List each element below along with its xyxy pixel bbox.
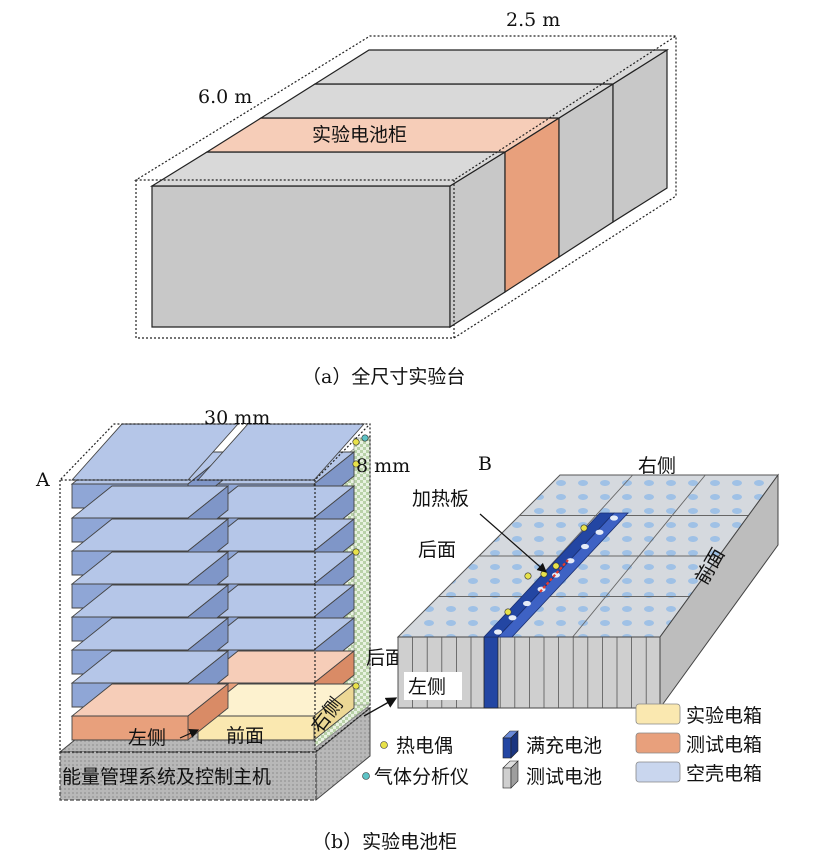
container-top-strip-3	[258, 83, 616, 119]
rack-left-arrow	[179, 729, 200, 739]
battery-rack: 能量管理系统及控制主机 A 30 mm 8 mm 左侧 前面 后面 右侧	[35, 407, 410, 802]
legend-test-box-icon	[635, 732, 681, 754]
cabinet-label: 实验电池柜	[312, 124, 407, 146]
heater-strip-2	[497, 512, 629, 638]
legend-test-box: 测试电箱	[686, 734, 762, 756]
module-back-label: 后面	[418, 539, 456, 561]
thermocouple-dot	[504, 608, 512, 616]
gas-analyzer-dot	[361, 434, 369, 442]
rack-envelope-dotted	[58, 423, 371, 753]
legend-gas-icon	[362, 772, 370, 780]
rack-back-label: 后面	[366, 647, 404, 669]
heater-strip-dot	[494, 629, 502, 635]
full-cell-front	[483, 636, 499, 709]
heater-strip-dot	[508, 615, 517, 621]
rack-front-label: 前面	[226, 725, 264, 747]
container-front-face	[151, 185, 451, 328]
caption-a: （a）全尺寸实验台	[302, 366, 465, 388]
dim-30mm: 30 mm	[204, 407, 270, 429]
module-grid-col	[572, 474, 706, 638]
heater-strip-dot	[581, 543, 589, 550]
thermocouple-dot	[540, 570, 548, 578]
rack-base-front	[59, 751, 317, 801]
heater-label: 加热板	[412, 488, 469, 510]
caption-b: （b）实验电池柜	[312, 831, 457, 853]
legend-full-cell-icon	[502, 730, 519, 759]
module-right-label: 右侧	[638, 455, 676, 477]
length-label: 6.0 m	[198, 86, 252, 108]
module-left-label: 左侧	[408, 676, 446, 698]
thermocouple-dot	[352, 682, 360, 690]
legend-test-cell-icon	[502, 760, 519, 789]
base-label: 能量管理系统及控制主机	[62, 766, 271, 788]
thermocouple-dot	[352, 548, 360, 556]
rack-lid-right	[196, 423, 366, 481]
rack-box-r0-c0-front	[71, 715, 189, 741]
full-size-test-bench: 6.0 m 2.5 m 实验电池柜 （a）全尺寸实验台	[133, 9, 677, 388]
heater-strip-dot	[610, 515, 618, 521]
envelope-dotted	[133, 35, 677, 339]
thermocouple-dot	[524, 572, 532, 580]
link-arrow	[363, 697, 398, 717]
battery-module: B 右侧 后面 前面 加热板 左侧	[363, 453, 779, 717]
legend-exp-box: 实验电箱	[686, 705, 762, 727]
rack-boxes	[70, 423, 366, 741]
heater-strip-dot	[566, 558, 575, 564]
thermocouple-dot	[352, 438, 360, 446]
legend: 热电偶 气体分析仪 满充电池 测试电池 实验电箱 测试电箱 空壳电箱	[362, 703, 762, 789]
thermocouple-dot	[580, 524, 588, 532]
legend-full-cell: 满充电池	[526, 735, 602, 757]
module-left-label-box	[404, 672, 462, 700]
container-top-strip-4	[312, 49, 670, 85]
legend-test-cell: 测试电池	[526, 766, 602, 788]
container-top-strip-1	[149, 151, 508, 187]
legend-exp-box-icon	[635, 703, 681, 725]
heater-strip-dot	[523, 600, 531, 607]
thermocouple-dot	[352, 460, 360, 468]
rack-left-label: 左侧	[128, 727, 166, 749]
legend-empty-box-icon	[635, 761, 681, 783]
heater-plate	[539, 559, 569, 593]
legend-thermocouple-icon	[380, 741, 388, 749]
legend-empty-box: 空壳电箱	[686, 763, 762, 785]
dim-8mm: 8 mm	[356, 455, 410, 477]
legend-gas-analyzer: 气体分析仪	[374, 766, 469, 788]
heater-strip-dot	[595, 529, 604, 535]
rack-letter: A	[35, 469, 50, 491]
width-label: 2.5 m	[506, 9, 560, 31]
thermocouple-dot	[552, 562, 560, 570]
module-letter: B	[478, 453, 492, 475]
legend-thermocouple: 热电偶	[396, 735, 453, 757]
heater-arrow	[479, 513, 547, 573]
